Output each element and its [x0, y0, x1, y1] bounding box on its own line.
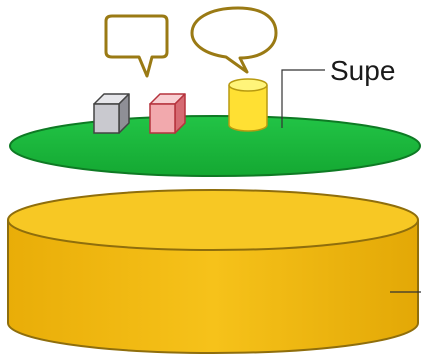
layer-callout-label: Supe	[330, 55, 395, 86]
storage-cylinder-body	[7, 220, 419, 354]
speech-bubble-oval-icon	[190, 6, 278, 74]
grey-cube-icon	[93, 93, 130, 134]
layer-callout-line	[281, 69, 325, 128]
layer-disk	[9, 115, 421, 177]
speech-bubble-rect-icon	[104, 14, 169, 78]
storage-cylinder-top	[7, 189, 419, 251]
storage-cylinder	[7, 189, 419, 354]
red-cube-icon	[149, 93, 186, 134]
yellow-cylinder-icon	[228, 78, 268, 132]
